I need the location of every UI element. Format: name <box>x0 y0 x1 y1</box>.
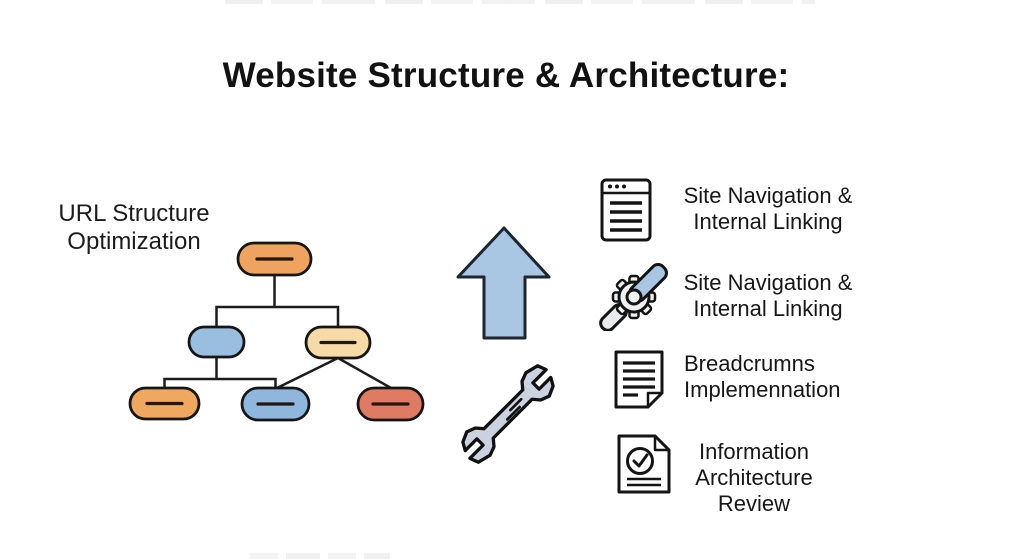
document-lines-icon <box>614 350 664 409</box>
cropped-text-remnant-bottom <box>250 553 390 559</box>
browser-window-icon <box>600 178 652 242</box>
url-structure-label-line1: URL Structure <box>58 200 210 227</box>
list-item-2-label: Site Navigation & Internal Linking <box>667 270 869 322</box>
cropped-text-remnant-top <box>225 0 815 4</box>
wrench-icon <box>461 364 555 464</box>
list-item-4-line2: Architecture <box>695 465 813 490</box>
url-structure-label: URL Structure Optimization <box>28 200 240 256</box>
list-item-2-line2: Internal Linking <box>693 296 843 321</box>
list-item-3-label: Breadcrumns Implemennation <box>684 351 894 403</box>
list-item-4-line1: Information <box>698 439 810 464</box>
list-item-1-label: Site Navigation & Internal Linking <box>667 183 869 235</box>
list-item-2-line1: Site Navigation & <box>683 270 853 295</box>
list-item-1-line1: Site Navigation & <box>683 183 853 208</box>
url-structure-label-line2: Optimization <box>67 228 201 255</box>
page-title: Website Structure & Architecture: <box>222 56 790 95</box>
list-item-1-line2: Internal Linking <box>693 209 843 234</box>
list-item-4-label: Information Architecture Review <box>648 439 860 517</box>
list-item-3-line1: Breadcrumns <box>684 351 815 376</box>
document-check-icon <box>617 434 671 494</box>
tree-connectors <box>163 275 392 390</box>
tree-node-mid-left <box>187 325 246 359</box>
gear-wrench-icon <box>599 263 668 331</box>
list-item-3-line2: Implemennation <box>684 377 841 402</box>
sitemap-tree-diagram <box>128 241 425 422</box>
list-item-4-line3: Review <box>717 491 791 516</box>
up-arrow-icon <box>456 226 551 340</box>
